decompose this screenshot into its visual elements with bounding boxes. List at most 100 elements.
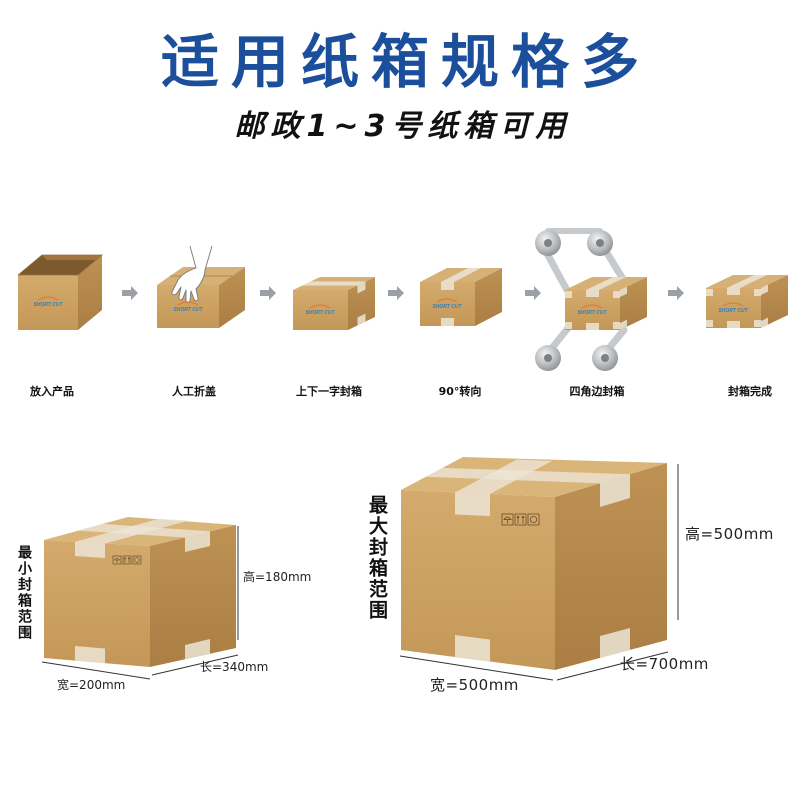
max-size-box [401, 457, 667, 670]
logo-text: SHORT CUT [432, 304, 462, 310]
corner-tape [620, 286, 627, 297]
min-width-dimension-line [41, 661, 151, 680]
tape-tab [727, 288, 740, 295]
min-length-dimension-line [151, 654, 239, 676]
tape-tab [441, 282, 454, 290]
logo-swoosh [309, 304, 331, 309]
min-height-label: 高=180mm [243, 570, 312, 584]
tape-tab [727, 321, 740, 328]
short-cut-logo: SHORT CUT [577, 304, 607, 316]
tape-tab [75, 541, 105, 558]
logo-text: SHORT CUT [173, 307, 203, 313]
corner-tape [754, 289, 761, 296]
logo-swoosh [37, 296, 59, 301]
tape-tab [185, 639, 210, 660]
step-label-3: 上下一字封箱 [296, 385, 362, 398]
step-label-2: 人工折盖 [172, 385, 216, 398]
this-way-up-icon [514, 513, 527, 526]
short-cut-logo: SHORT CUT [305, 304, 335, 316]
max-width-label: 宽=500mm [430, 676, 519, 694]
tape-strip [302, 281, 366, 286]
step-label-1: 放入产品 [30, 385, 74, 398]
roller-icon [592, 345, 618, 371]
box-rim [17, 254, 104, 276]
short-cut-logo: SHORT CUT [432, 298, 462, 310]
rotated-box-icon: SHORT CUT [420, 268, 502, 326]
arrow-right-icon [388, 286, 404, 300]
step-label-5: 四角边封箱 [569, 385, 625, 398]
box-side-face [555, 463, 667, 670]
step-label-4: 90°转向 [438, 385, 482, 398]
min-length-label: 长=340mm [200, 660, 269, 674]
logo-swoosh [436, 298, 458, 303]
tape-strip [727, 275, 767, 288]
short-cut-logo: SHORT CUT [718, 302, 748, 314]
tape-tab [586, 323, 599, 330]
tape-strip [425, 467, 630, 484]
corner-tape [754, 320, 761, 327]
max-length-dimension-line [556, 651, 669, 681]
hand-folding-box-icon: SHORT CUT [157, 245, 245, 328]
this-way-up-icon [122, 555, 132, 565]
corner-taping-rollers-icon: SHORT CUT [535, 228, 647, 371]
box-front-face [293, 290, 348, 330]
recycle-icon [132, 555, 142, 565]
roller-icon [535, 345, 561, 371]
open-box-icon: SHORT CUT [17, 254, 104, 330]
tape-tab [586, 290, 599, 297]
box-front-face [44, 540, 150, 667]
umbrella-icon [501, 513, 514, 526]
tape-tab [185, 531, 210, 552]
handling-symbols [501, 513, 540, 526]
arrow-right-icon [122, 286, 138, 300]
arrow-right-icon [525, 286, 541, 300]
max-height-label: 高=500mm [685, 525, 774, 543]
sealed-box-icon: SHORT CUT [706, 275, 788, 328]
step-label-6: 封箱完成 [728, 385, 772, 398]
logo-text: SHORT CUT [577, 310, 607, 316]
tape-tab [357, 281, 366, 294]
tape-tab [441, 318, 454, 326]
corner-tape [761, 284, 768, 295]
tape-tab [600, 628, 630, 658]
box-side-face [348, 277, 375, 330]
logo-swoosh [722, 302, 744, 307]
tape-strip [586, 277, 626, 290]
roller-icon [535, 230, 561, 256]
box-side-face [475, 268, 502, 326]
tape-tab [600, 474, 630, 507]
tape-tab [75, 646, 105, 664]
min-size-box [44, 517, 236, 667]
tape-tab [455, 492, 490, 516]
corner-tape [706, 320, 713, 327]
arrow-right-icon [668, 286, 684, 300]
tape-strip [441, 268, 481, 282]
box-front-face [18, 275, 78, 330]
logo-text: SHORT CUT [305, 310, 335, 316]
corner-tape [761, 317, 768, 328]
box-side-face [150, 525, 236, 667]
page-title: 适用纸箱规格多 [160, 28, 651, 96]
roller-icon [587, 230, 613, 256]
box-side-face [78, 255, 102, 330]
process-row: SHORT CUT SHORT CUT [17, 228, 788, 371]
corner-tape [565, 322, 572, 329]
short-cut-logo: SHORT CUT [33, 296, 63, 308]
max-width-dimension-line [399, 655, 554, 681]
page-subtitle: 邮政1~3号纸箱可用 [234, 109, 572, 144]
corner-tape [620, 319, 627, 330]
tape-strip [78, 523, 211, 538]
arrow-right-icon [260, 286, 276, 300]
umbrella-icon [112, 555, 122, 565]
recycle-icon [527, 513, 540, 526]
box-inner-back-wall [42, 255, 102, 260]
max-range-label: 最大封箱范围 [366, 495, 388, 621]
min-range-label: 最小封箱范围 [16, 545, 32, 641]
tape-tab [357, 313, 366, 326]
handling-symbols [112, 555, 142, 565]
min-width-label: 宽=200mm [57, 678, 126, 692]
hand-icon [171, 245, 213, 303]
logo-text: SHORT CUT [718, 308, 748, 314]
logo-swoosh [581, 304, 603, 309]
